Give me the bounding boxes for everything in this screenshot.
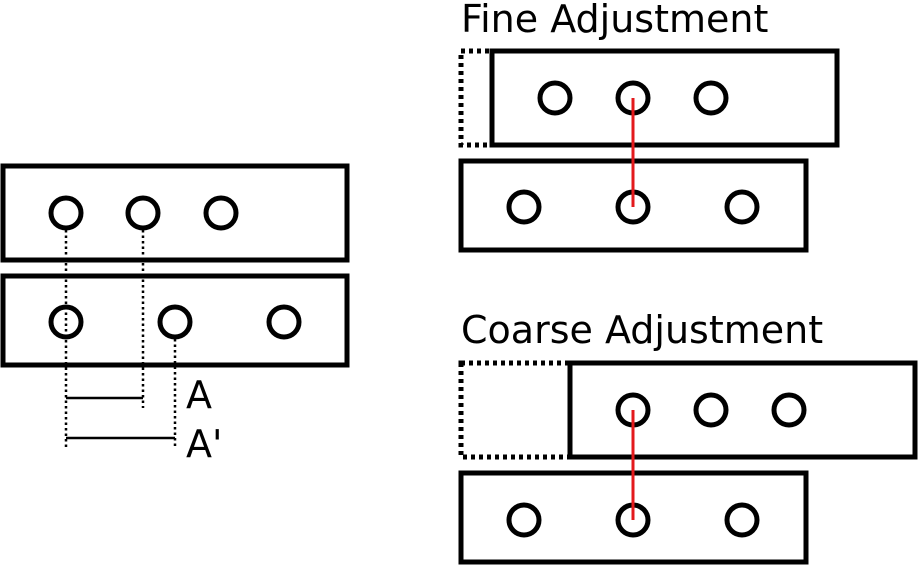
coarse-adjustment-title: Coarse Adjustment xyxy=(461,308,823,352)
upper-plate-hole xyxy=(48,195,84,231)
base-plate-hole xyxy=(724,189,760,225)
dimension-a-label: A xyxy=(186,373,212,417)
base-plate-hole xyxy=(506,189,542,225)
lower-plate-hole xyxy=(266,304,302,340)
base-plate-hole xyxy=(724,502,760,538)
fine-adjustment-title: Fine Adjustment xyxy=(461,0,768,41)
previous-position-outline xyxy=(458,360,576,460)
coarse-adjustment-panel: Coarse Adjustment xyxy=(458,308,918,565)
lower-plate-hole xyxy=(48,304,84,340)
shifted-plate-hole xyxy=(537,80,573,116)
fine-adjustment-panel: Fine Adjustment xyxy=(458,0,840,253)
shifted-plate-hole xyxy=(693,392,729,428)
base-plate-hole xyxy=(506,502,542,538)
upper-plate-hole xyxy=(203,195,239,231)
spacing-comparison: A A' xyxy=(0,163,350,466)
shifted-plate-hole xyxy=(771,392,807,428)
upper-plate-hole xyxy=(125,195,161,231)
shifted-plate-hole xyxy=(693,80,729,116)
dimension-a-prime-label: A' xyxy=(186,422,222,466)
lower-plate-hole xyxy=(157,304,193,340)
